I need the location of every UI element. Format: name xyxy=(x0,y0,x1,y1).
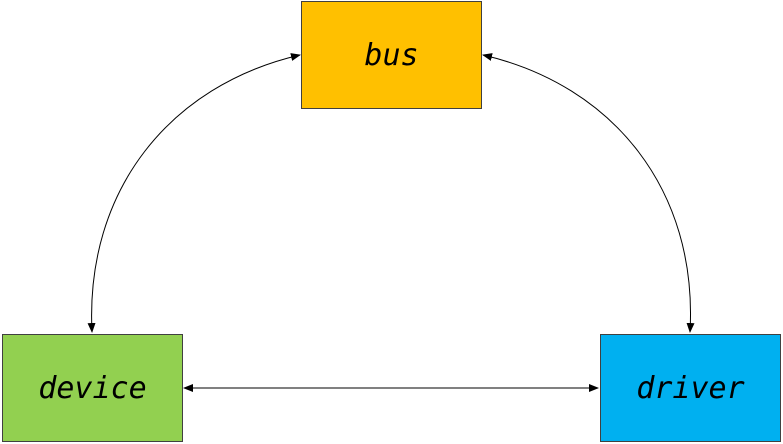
driver-box: driver xyxy=(600,334,781,442)
connector-bus-driver xyxy=(482,53,695,333)
bus-label: bus xyxy=(364,37,419,73)
driver-label: driver xyxy=(636,370,745,406)
device-box: device xyxy=(2,334,183,442)
connector-bus-device xyxy=(87,53,301,333)
device-label: device xyxy=(38,370,147,406)
bus-box: bus xyxy=(301,1,482,109)
